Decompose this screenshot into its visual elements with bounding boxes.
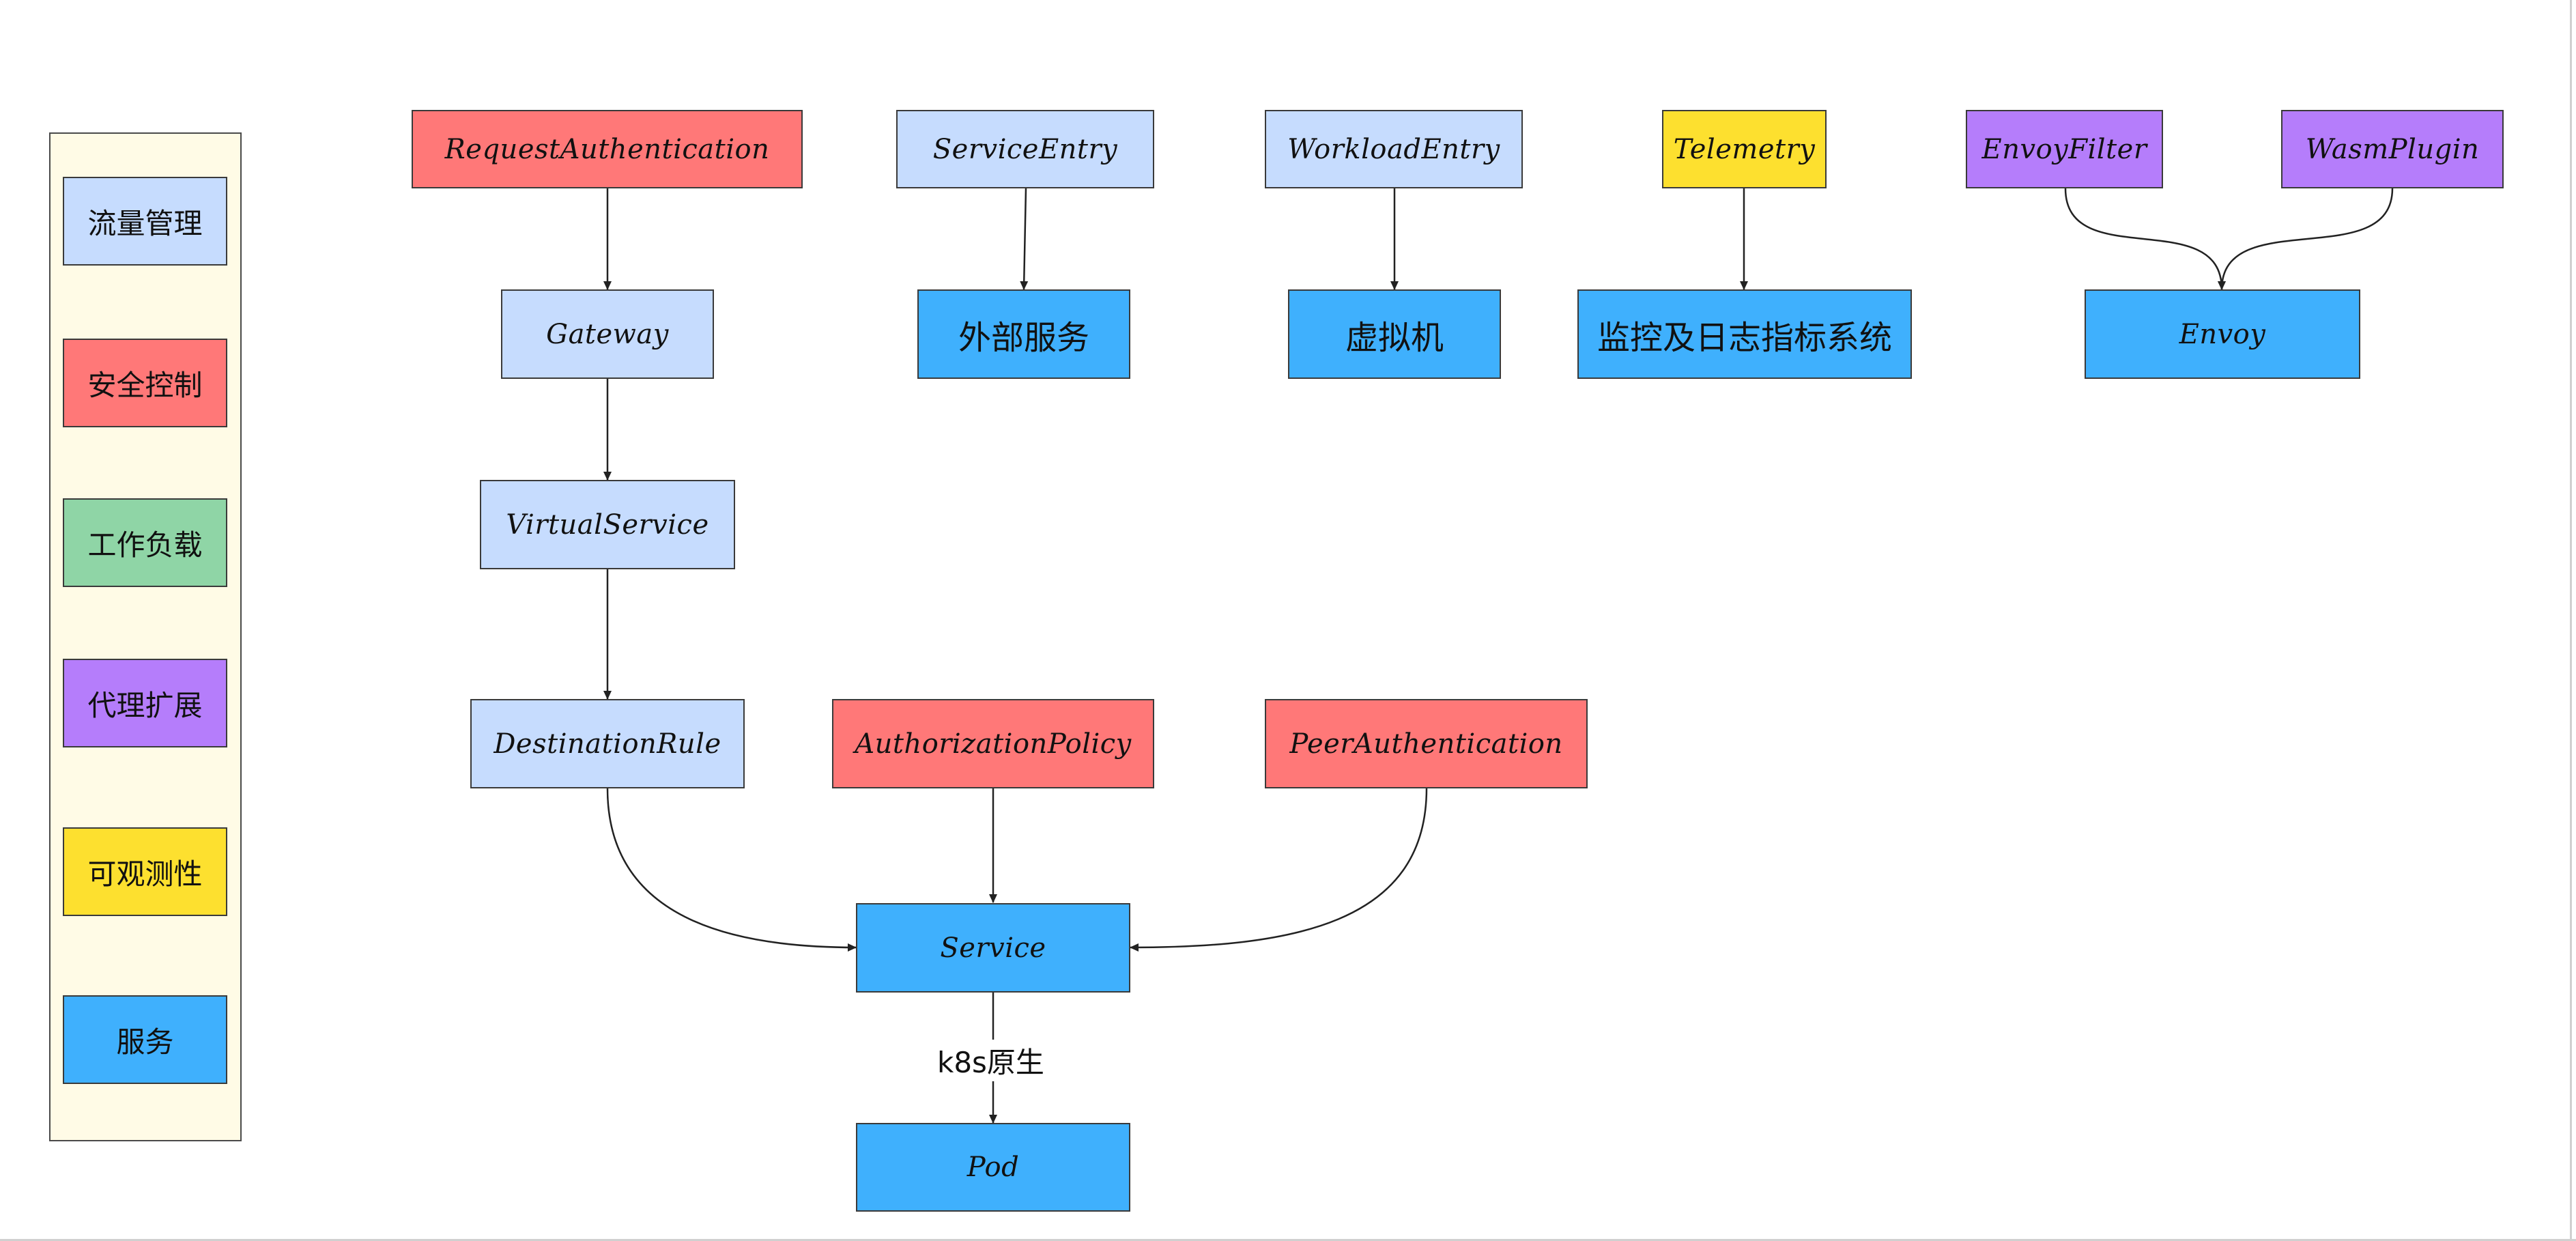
edge-serviceentry-external	[1020, 188, 1029, 290]
node-external-service[interactable]: 外部服务	[917, 289, 1130, 379]
node-pod[interactable]: Pod	[856, 1123, 1130, 1212]
canvas-border-bottom	[0, 1239, 2576, 1241]
node-envoy-filter[interactable]: EnvoyFilter	[1966, 110, 2163, 188]
node-destination-rule[interactable]: DestinationRule	[470, 699, 745, 788]
node-virtual-service[interactable]: VirtualService	[480, 480, 735, 569]
edge-peerauth-service	[1130, 788, 1428, 952]
node-workload-entry[interactable]: WorkloadEntry	[1265, 110, 1523, 188]
node-peer-authentication[interactable]: PeerAuthentication	[1265, 699, 1588, 788]
node-service[interactable]: Service	[856, 903, 1130, 993]
node-wasm-plugin[interactable]: WasmPlugin	[2281, 110, 2504, 188]
edge-destinationrule-service	[606, 788, 857, 952]
node-request-authentication[interactable]: RequestAuthentication	[412, 110, 803, 188]
legend-traffic-management: 流量管理	[63, 177, 227, 266]
edge-wasmplugin-envoy	[2218, 188, 2394, 290]
legend-service: 服务	[63, 995, 227, 1084]
node-telemetry[interactable]: Telemetry	[1662, 110, 1827, 188]
legend-security-control: 安全控制	[63, 339, 227, 427]
legend-panel	[49, 132, 242, 1141]
legend-workload: 工作负载	[63, 498, 227, 587]
node-monitoring-system[interactable]: 监控及日志指标系统	[1577, 289, 1912, 379]
edge-label-k8s-native: k8s原生	[933, 1040, 1048, 1081]
edge-envoyfilter-envoy	[2064, 188, 2226, 290]
node-envoy[interactable]: Envoy	[2085, 289, 2360, 379]
legend-proxy-extension: 代理扩展	[63, 659, 227, 747]
legend-observability: 可观测性	[63, 827, 227, 916]
canvas-border-right	[2570, 0, 2572, 1241]
node-gateway[interactable]: Gateway	[501, 289, 714, 379]
node-authorization-policy[interactable]: AuthorizationPolicy	[832, 699, 1154, 788]
node-service-entry[interactable]: ServiceEntry	[896, 110, 1154, 188]
node-virtual-machine[interactable]: 虚拟机	[1288, 289, 1501, 379]
